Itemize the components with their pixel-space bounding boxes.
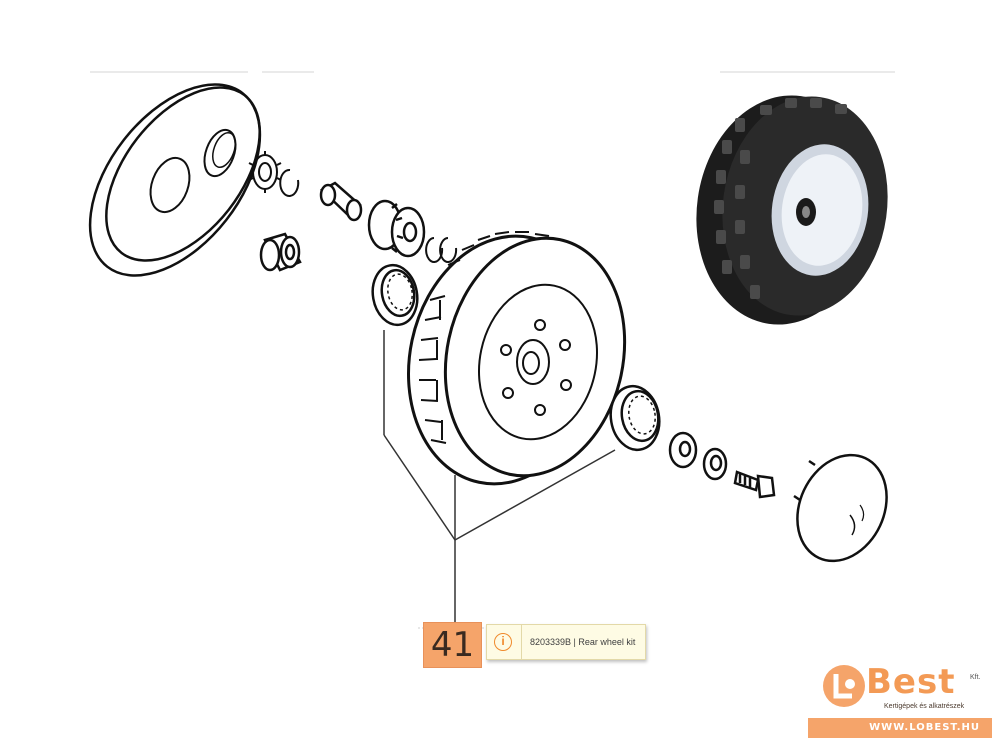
- washers: [668, 431, 728, 481]
- part-tooltip: i 8203339B | Rear wheel kit: [486, 624, 646, 660]
- hub-cap: [793, 453, 888, 563]
- info-icon: i: [494, 633, 512, 651]
- small-gear: [248, 151, 282, 193]
- wheel-back-disc: [88, 83, 262, 277]
- lobest-logo-icon: [823, 665, 865, 707]
- rear-wheel: [407, 231, 627, 486]
- brand-url-bar: WWW.LOBEST.HU: [808, 718, 992, 738]
- wheel-photo: [696, 95, 888, 325]
- spacer-bush: [259, 232, 302, 272]
- callout-leaders: [383, 330, 616, 622]
- snap-rings: [279, 168, 458, 263]
- bolt: [733, 470, 776, 499]
- part-number-badge[interactable]: 41: [423, 622, 482, 668]
- brand-name: Best: [866, 662, 956, 702]
- pinion-gear: [367, 199, 426, 258]
- bearing-right: [609, 384, 661, 452]
- tooltip-text: 8203339B | Rear wheel kit: [530, 637, 636, 647]
- bearing-left: [371, 263, 419, 327]
- axle-shaft: [319, 181, 363, 222]
- brand-suffix: Kft.: [970, 674, 981, 681]
- brand-logo: Best Kft. Kertigépek és alkatrészek WWW.…: [808, 660, 992, 742]
- brand-tagline: Kertigépek és alkatrészek: [884, 703, 965, 710]
- brand-url[interactable]: WWW.LOBEST.HU: [869, 722, 980, 733]
- tooltip-separator: [521, 625, 522, 659]
